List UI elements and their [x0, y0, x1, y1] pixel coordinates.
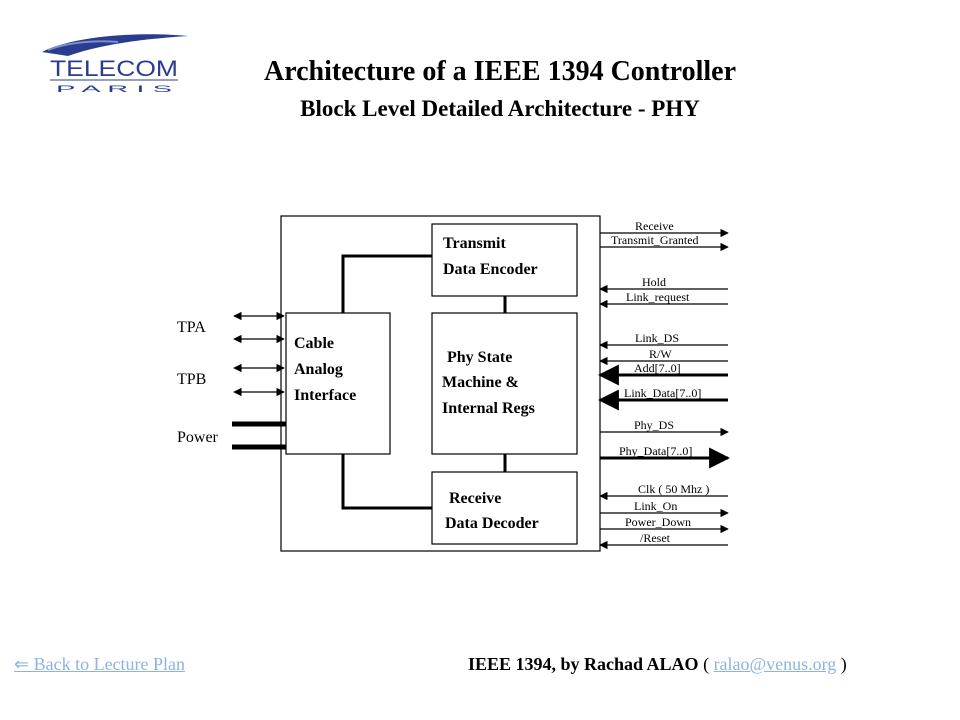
signal-label-13: /Reset: [640, 531, 671, 545]
signal-label-11: Link_On: [634, 499, 677, 513]
signal-label-3: Link_request: [626, 290, 690, 304]
phy-outer-box: [280, 215, 601, 552]
cable-to-receive-bus: [341, 454, 432, 510]
phy-label-3: Internal Regs: [442, 400, 535, 417]
signal-label-0: Receive: [635, 219, 674, 233]
signal-label-12: Power_Down: [625, 515, 691, 529]
signal-label-10: Clk ( 50 Mhz ): [638, 482, 709, 496]
receive-label-1: Receive: [449, 490, 501, 507]
footer-credit: IEEE 1394, by Rachad ALAO ( ralao@venus.…: [468, 654, 847, 675]
signal-label-2: Hold: [642, 275, 666, 289]
logo-sub: P A R I S: [56, 84, 172, 94]
author-email-link[interactable]: ralao@venus.org: [713, 654, 837, 674]
back-to-lecture-plan-link[interactable]: ⇐ Back to Lecture Plan: [14, 654, 186, 674]
receive-label-2: Data Decoder: [445, 515, 539, 532]
cable-label-2: Analog: [294, 361, 343, 378]
page-subtitle: Block Level Detailed Architecture - PHY: [300, 96, 700, 121]
signal-label-5: R/W: [649, 347, 672, 361]
cable-analog-interface-block: [285, 312, 391, 455]
cable-label-3: Interface: [294, 387, 356, 404]
phy-label-2: Machine &: [442, 374, 519, 391]
cable-to-transmit-bus: [341, 254, 432, 313]
signal-label-8: Phy_DS: [634, 418, 674, 432]
power-label: Power: [177, 429, 219, 446]
cable-label-1: Cable: [294, 335, 334, 352]
page-title: Architecture of a IEEE 1394 Controller: [263, 56, 737, 87]
tpb-label: TPB: [177, 371, 206, 388]
signal-label-4: Link_DS: [635, 331, 679, 345]
receive-data-decoder-block: [431, 471, 578, 545]
signal-lines: ReceiveTransmit_GrantedHoldLink_requestL…: [597, 219, 731, 550]
paren-close: ): [840, 654, 847, 674]
phy-label-1: Phy State: [447, 349, 512, 366]
logo-wordmark: TELECOM: [50, 56, 178, 81]
signal-label-6: Add[7..0]: [634, 361, 681, 375]
signal-label-9: Phy_Data[7..0]: [619, 444, 692, 458]
telecom-paris-logo: TELECOM P A R I S: [42, 34, 188, 94]
paren-open: (: [703, 654, 710, 674]
tpa-label: TPA: [177, 319, 206, 336]
signal-label-7: Link_Data[7..0]: [624, 386, 701, 400]
credit-text: IEEE 1394, by Rachad ALAO: [468, 654, 699, 674]
transmit-label-1: Transmit: [443, 235, 506, 252]
signal-label-1: Transmit_Granted: [611, 233, 699, 247]
transmit-label-2: Data Encoder: [443, 261, 538, 278]
